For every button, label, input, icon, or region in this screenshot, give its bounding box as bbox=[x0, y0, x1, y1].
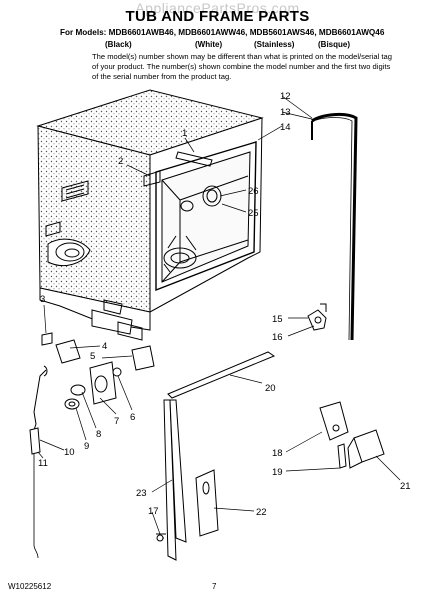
callout-19: 19 bbox=[272, 467, 283, 478]
tub-assembly bbox=[36, 89, 264, 341]
finish-black: (Black) bbox=[105, 40, 132, 49]
callout-20: 20 bbox=[265, 383, 276, 394]
callout-26: 26 bbox=[248, 186, 259, 197]
callout-22: 22 bbox=[256, 507, 267, 518]
finish-stainless: (Stainless) bbox=[254, 40, 295, 49]
callout-13: 13 bbox=[280, 107, 291, 118]
callout-25: 25 bbox=[248, 208, 259, 219]
small-parts-left bbox=[29, 332, 155, 559]
callout-numbers: 1 2 3 4 5 6 7 8 9 10 11 12 13 14 15 16 1… bbox=[38, 91, 411, 518]
callout-4: 4 bbox=[102, 341, 107, 352]
doc-number: W10225612 bbox=[8, 582, 52, 591]
finish-bisque: (Bisque) bbox=[318, 40, 350, 49]
leader-lines bbox=[37, 95, 401, 535]
callout-6: 6 bbox=[130, 412, 135, 423]
callout-3: 3 bbox=[40, 294, 45, 305]
page-title: TUB AND FRAME PARTS bbox=[125, 8, 310, 25]
watermark: AppliancePartsPros.com bbox=[135, 0, 300, 16]
callout-5: 5 bbox=[90, 351, 95, 362]
callout-16: 16 bbox=[272, 332, 283, 343]
callout-18: 18 bbox=[272, 448, 283, 459]
callout-12: 12 bbox=[280, 91, 291, 102]
door-seal bbox=[311, 112, 358, 341]
finish-white: (White) bbox=[195, 40, 223, 49]
callout-11: 11 bbox=[38, 458, 48, 469]
callout-14: 14 bbox=[280, 122, 291, 133]
model-list: For Models: MDB6601AWB46, MDB6601AWW46, … bbox=[60, 28, 385, 37]
callout-8: 8 bbox=[96, 429, 101, 440]
callout-1: 1 bbox=[182, 128, 187, 139]
page-number: 7 bbox=[212, 582, 217, 591]
callout-7: 7 bbox=[114, 416, 119, 427]
model-note: The model(s) number shown may be differe… bbox=[92, 52, 392, 81]
front-frame-parts bbox=[156, 351, 276, 561]
callout-9: 9 bbox=[84, 441, 89, 452]
callout-23: 23 bbox=[136, 488, 147, 499]
callout-21: 21 bbox=[400, 481, 411, 492]
callout-2: 2 bbox=[118, 156, 123, 167]
callout-17: 17 bbox=[148, 506, 159, 517]
callout-15: 15 bbox=[272, 314, 283, 325]
small-parts-right bbox=[307, 303, 385, 469]
callout-10: 10 bbox=[64, 447, 75, 458]
